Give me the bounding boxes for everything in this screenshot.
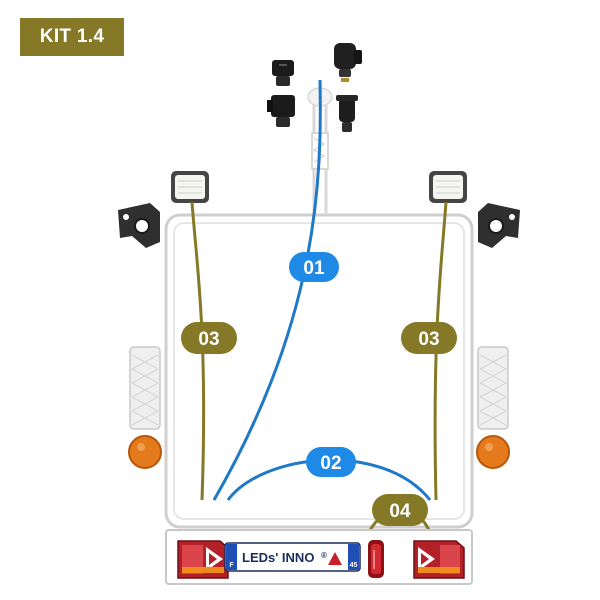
clearance-lamp-left-icon	[171, 171, 209, 203]
callout-03-right-label: 03	[418, 329, 439, 350]
callout-03-left: 03	[181, 322, 237, 354]
callout-02: 02	[306, 447, 356, 477]
plate-country-code: F	[229, 562, 234, 569]
callout-01: 01	[289, 252, 339, 282]
warning-triangle-icon	[328, 552, 342, 565]
fog-lamp-icon	[368, 540, 384, 578]
cable-03-left	[190, 201, 206, 501]
license-plate: F 45 LEDs' INNO ®	[224, 542, 361, 572]
callout-02-label: 02	[320, 453, 341, 474]
plate-brand-text: LEDs' INNO	[242, 550, 314, 565]
cable-01	[212, 79, 322, 501]
callout-01-label: 01	[303, 258, 325, 279]
kit-label-badge: KIT 1.4	[20, 18, 124, 56]
trailer-frame	[164, 213, 474, 529]
cable-03-right	[433, 201, 448, 501]
side-marker-panel-right-icon	[477, 346, 509, 430]
mounting-bracket-right-icon	[478, 203, 520, 248]
plug-13pin-body-icon	[336, 95, 358, 132]
side-marker-panel-left-icon	[129, 346, 161, 430]
callout-04: 04	[372, 494, 428, 526]
callout-04-label: 04	[389, 501, 411, 522]
callout-03-right: 03	[401, 322, 457, 354]
side-reflector-left-icon	[128, 435, 162, 469]
plug-13pin-cap-icon	[334, 43, 362, 82]
mounting-bracket-left-icon	[118, 203, 160, 248]
plate-region-code: 45	[350, 562, 358, 569]
plate-registered-mark: ®	[321, 551, 327, 560]
clearance-lamp-right-icon	[429, 171, 467, 203]
plug-7pin-body-icon	[267, 95, 295, 127]
side-reflector-right-icon	[476, 435, 510, 469]
plug-7pin-cap-icon	[272, 60, 294, 86]
rear-light-right-icon	[413, 540, 465, 579]
callout-03-left-label: 03	[198, 329, 219, 350]
rear-light-left-icon	[177, 540, 229, 579]
